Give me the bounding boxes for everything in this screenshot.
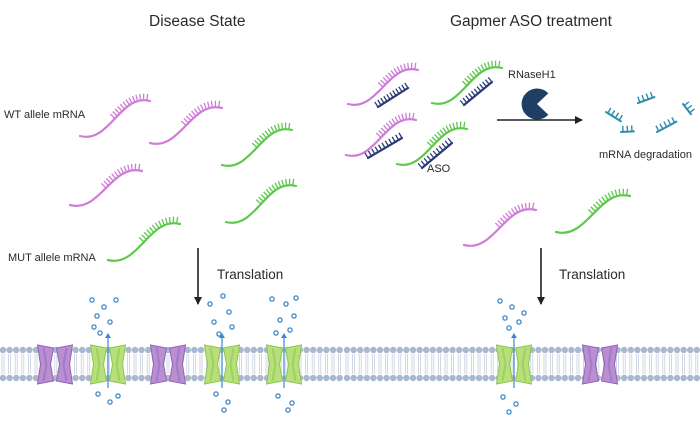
mut-mrna-strand-2 [224, 178, 298, 224]
molecule-dot-23 [277, 317, 283, 323]
aso-strand-1 [374, 82, 410, 109]
wt-allele-label: WT allele mRNA [4, 109, 86, 121]
aso-layer [364, 76, 494, 170]
wt-mrna-aso-bound-1 [346, 62, 420, 106]
wt-mrna-aso-bound-2 [344, 112, 418, 157]
molecule-dot-36 [500, 394, 506, 400]
wt-mrna-strand-3 [68, 163, 144, 207]
mrna-fragment-3 [682, 101, 695, 116]
mut-mrna-remaining [554, 188, 632, 234]
molecule-dot-20 [269, 296, 275, 302]
mut-protein-left-3 [265, 333, 303, 388]
molecule-dot-3 [94, 313, 100, 319]
wt-protein-left-1 [36, 344, 74, 385]
molecule-dot-6 [113, 297, 119, 303]
molecule-dot-12 [220, 293, 226, 299]
molecule-dot-25 [273, 330, 279, 336]
mrna-fragment-4 [620, 125, 635, 133]
translation-label-right: Translation [559, 267, 626, 282]
molecule-dot-8 [95, 391, 101, 397]
mut-mrna-strand-1 [220, 122, 294, 167]
molecule-dot-21 [283, 301, 289, 307]
mut-mrna-aso-bound-1 [430, 60, 504, 105]
molecule-dot-29 [285, 407, 291, 413]
rnaseh1-label: RNaseH1 [508, 69, 556, 81]
molecule-dot-14 [211, 319, 217, 325]
molecule-dot-38 [506, 409, 512, 415]
molecule-dot-35 [521, 310, 527, 316]
wt-mrna-remaining [462, 202, 538, 247]
molecule-dot-1 [89, 297, 95, 303]
molecule-dot-28 [289, 400, 295, 406]
mut-protein-left-1 [89, 333, 127, 388]
molecule-dot-19 [221, 407, 227, 413]
molecule-dot-32 [502, 315, 508, 321]
molecule-dot-10 [115, 393, 121, 399]
aso-strand-4 [417, 137, 454, 170]
aso-strand-3 [364, 132, 404, 160]
aso-label: ASO [427, 163, 451, 175]
wt-mrna-strand-1 [78, 93, 152, 138]
molecule-dot-27 [275, 393, 281, 399]
panel-title-disease-state: Disease State [149, 13, 246, 30]
molecule-dot-5 [91, 324, 97, 330]
mut-allele-label: MUT allele mRNA [8, 252, 96, 264]
molecule-dot-37 [513, 401, 519, 407]
molecule-dot-30 [497, 298, 503, 304]
mrna-fragment-1 [605, 107, 623, 123]
rnaseh1-enzyme-icon [521, 88, 549, 120]
molecule-dot-22 [291, 313, 297, 319]
molecule-dot-4 [107, 319, 113, 325]
wt-protein-left-2 [149, 344, 187, 385]
molecule-dot-24 [287, 327, 293, 333]
aso-strand-2 [459, 76, 494, 107]
mut-mrna-aso-bound-2 [395, 121, 469, 166]
mrna-fragment-5 [655, 116, 678, 133]
molecule-dot-11 [207, 301, 213, 307]
mut-protein-right-1 [495, 333, 533, 388]
panel-title-gapmer-treatment: Gapmer ASO treatment [450, 13, 612, 30]
mrna-fragments [605, 91, 695, 133]
mut-protein-left-2 [203, 333, 241, 388]
wt-mrna-strand-2 [148, 100, 224, 145]
mrna-fragment-2 [637, 91, 656, 104]
molecule-dot-33 [516, 319, 522, 325]
molecule-dot-15 [229, 324, 235, 330]
translation-label-left: Translation [217, 267, 284, 282]
molecule-dot-2 [101, 304, 107, 310]
molecule-dot-34 [506, 325, 512, 331]
protein-layer [36, 333, 619, 388]
molecule-dot-9 [107, 399, 113, 405]
molecule-dot-7 [97, 330, 103, 336]
molecule-dot-31 [509, 304, 515, 310]
molecule-layer [89, 293, 527, 415]
molecule-dot-26 [293, 295, 299, 301]
molecule-dot-16 [216, 331, 222, 337]
wt-protein-right-1 [581, 344, 619, 385]
molecule-dot-17 [213, 391, 219, 397]
mrna-degradation-label: mRNA degradation [599, 149, 692, 161]
molecule-dot-18 [225, 399, 231, 405]
mrna-layer [68, 60, 632, 262]
mut-mrna-strand-3 [106, 216, 182, 262]
molecule-dot-13 [226, 309, 232, 315]
